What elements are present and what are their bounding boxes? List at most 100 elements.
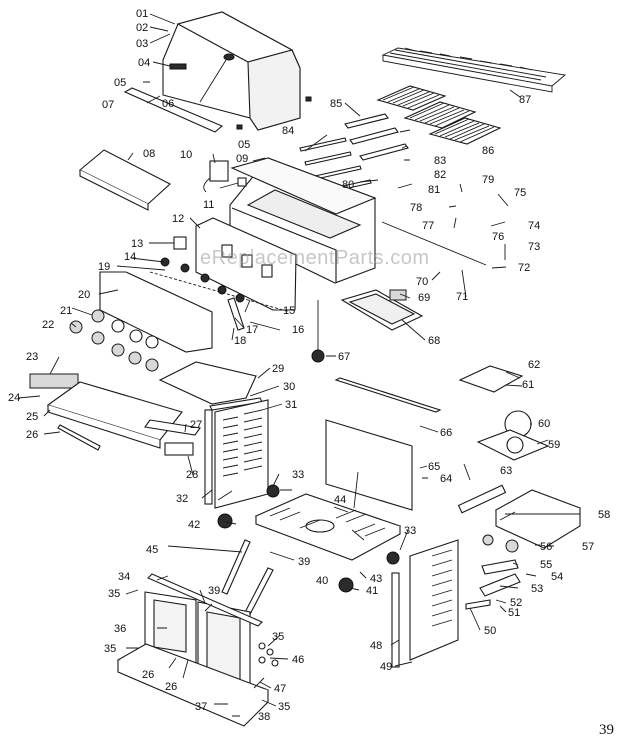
page-number: 39 xyxy=(599,722,614,738)
callout-33a: 33 xyxy=(292,469,304,481)
callout-03: 03 xyxy=(136,38,148,50)
callout-21: 21 xyxy=(60,305,72,317)
callout-48: 48 xyxy=(370,640,382,652)
callout-05a: 05 xyxy=(114,77,126,89)
callout-57: 57 xyxy=(582,541,594,553)
callout-61: 61 xyxy=(522,379,534,391)
callout-17: 17 xyxy=(246,324,258,336)
callout-85: 85 xyxy=(330,98,342,110)
callout-55: 55 xyxy=(540,559,552,571)
cooking-grates xyxy=(376,85,502,145)
watermark-text: eReplacementParts.com xyxy=(200,247,429,269)
callout-09: 09 xyxy=(236,153,248,165)
callout-73: 73 xyxy=(528,241,540,253)
callout-86: 86 xyxy=(482,145,494,157)
valve-manifold xyxy=(149,236,291,331)
callout-76: 76 xyxy=(492,231,504,243)
callout-33b: 33 xyxy=(404,525,416,537)
callout-36: 36 xyxy=(114,623,126,635)
callout-42: 42 xyxy=(188,519,200,531)
callout-32: 32 xyxy=(176,493,188,505)
ignitor-module xyxy=(203,160,247,193)
callout-65: 65 xyxy=(428,461,440,473)
callout-01: 01 xyxy=(136,8,148,20)
callout-47: 47 xyxy=(274,683,286,695)
callout-79: 79 xyxy=(482,174,494,186)
callout-38: 38 xyxy=(258,711,270,723)
control-panel xyxy=(195,217,297,311)
callout-25: 25 xyxy=(26,411,38,423)
callout-44: 44 xyxy=(334,494,346,506)
callout-53: 53 xyxy=(531,583,543,595)
bottom-shelf xyxy=(254,493,402,561)
warming-rack xyxy=(381,47,567,93)
callout-69: 69 xyxy=(418,292,430,304)
callout-87: 87 xyxy=(519,94,531,106)
callout-63: 63 xyxy=(500,465,512,477)
callout-10: 10 xyxy=(180,149,192,161)
callout-74: 74 xyxy=(528,220,540,232)
callout-35b: 35 xyxy=(104,643,116,655)
callout-59: 59 xyxy=(548,439,560,451)
callout-20: 20 xyxy=(78,289,90,301)
callout-35c: 35 xyxy=(272,631,284,643)
heat-plate xyxy=(79,149,171,211)
callout-13: 13 xyxy=(131,238,143,250)
side-burner-lid xyxy=(158,361,263,411)
callout-30: 30 xyxy=(283,381,295,393)
callout-18: 18 xyxy=(234,335,246,347)
callout-26b: 26 xyxy=(142,669,154,681)
callout-80: 80 xyxy=(342,179,354,191)
callout-46: 46 xyxy=(292,654,304,666)
ignition-parts xyxy=(465,534,521,610)
left-cart-panel xyxy=(204,399,269,509)
leader-lines xyxy=(17,13,580,717)
callout-31: 31 xyxy=(285,399,297,411)
callout-29: 29 xyxy=(272,363,284,375)
callout-22: 22 xyxy=(42,319,54,331)
side-shelf xyxy=(29,373,201,456)
callout-07: 07 xyxy=(102,99,114,111)
callout-02: 02 xyxy=(136,22,148,34)
callout-60: 60 xyxy=(538,418,550,430)
callout-04: 04 xyxy=(138,57,150,69)
callout-54: 54 xyxy=(551,571,563,583)
callout-82: 82 xyxy=(434,169,446,181)
lid-assembly xyxy=(123,11,312,133)
callout-83: 83 xyxy=(434,155,446,167)
callout-50: 50 xyxy=(484,625,496,637)
front-panel-with-knobs xyxy=(69,271,213,372)
callout-labels: 01 02 03 04 05 05 06 07 08 09 10 11 12 1… xyxy=(8,8,610,723)
callout-45: 45 xyxy=(146,544,158,556)
callout-58: 58 xyxy=(598,509,610,521)
side-burner xyxy=(457,365,582,549)
callout-66: 66 xyxy=(440,427,452,439)
callout-39a: 39 xyxy=(298,556,310,568)
callout-12: 12 xyxy=(172,213,184,225)
callout-40: 40 xyxy=(316,575,328,587)
callout-72: 72 xyxy=(518,262,530,274)
callout-19: 19 xyxy=(98,261,110,273)
callout-26c: 26 xyxy=(165,681,177,693)
callout-56: 56 xyxy=(540,541,552,553)
callout-49: 49 xyxy=(380,661,392,673)
back-panel xyxy=(325,377,442,511)
gas-regulator xyxy=(311,221,487,363)
callout-27: 27 xyxy=(190,419,202,431)
callout-77: 77 xyxy=(422,220,434,232)
callout-68: 68 xyxy=(428,335,440,347)
callout-14: 14 xyxy=(124,251,136,263)
hardware-bag xyxy=(253,642,279,689)
callout-34: 34 xyxy=(118,571,130,583)
callout-35d: 35 xyxy=(278,701,290,713)
callout-52: 52 xyxy=(510,597,522,609)
callout-81: 81 xyxy=(428,184,440,196)
callout-62: 62 xyxy=(528,359,540,371)
callout-15: 15 xyxy=(283,305,295,317)
callout-23: 23 xyxy=(26,351,38,363)
cabinet-doors xyxy=(116,573,269,727)
casters xyxy=(217,484,400,593)
callout-67: 67 xyxy=(338,351,350,363)
